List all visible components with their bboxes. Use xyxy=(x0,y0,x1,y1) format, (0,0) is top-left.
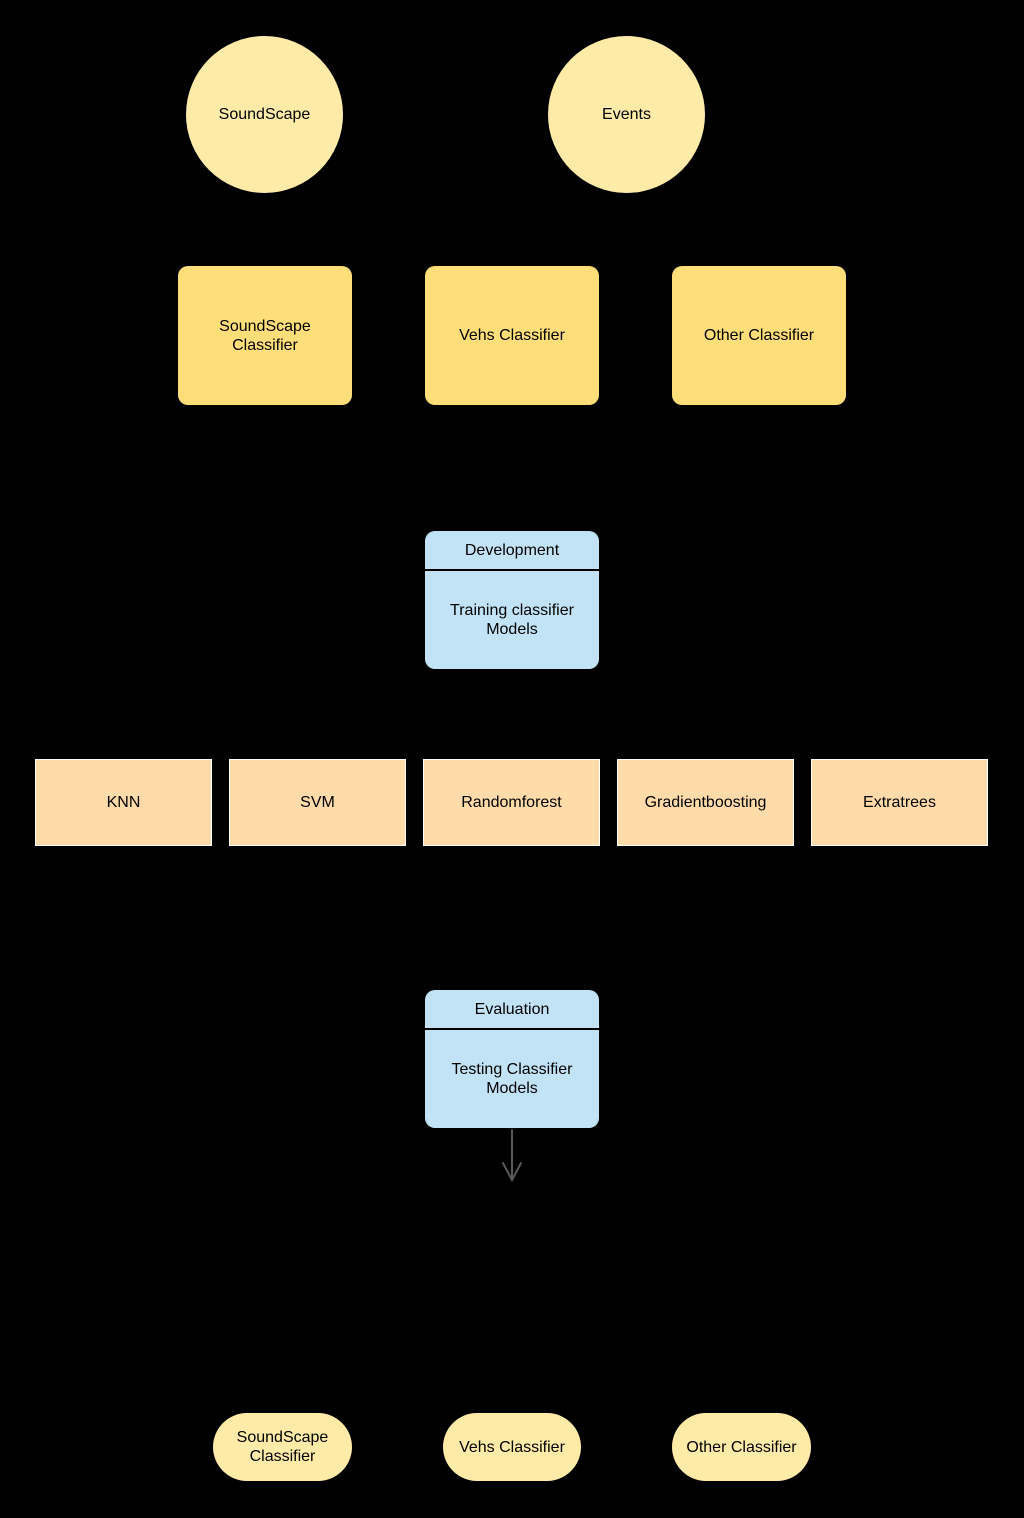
development-stage-title: Development xyxy=(464,541,560,559)
algorithm-box-gradientboosting: Gradientboosting xyxy=(617,759,794,846)
evaluation-stage-text: Testing Classifier Models xyxy=(451,1061,573,1097)
evaluation-stage: Evaluation Testing Classifier Models xyxy=(425,990,599,1128)
algorithm-box-label: SVM xyxy=(300,794,335,811)
algorithm-box-extratrees: Extratrees xyxy=(811,759,988,846)
algorithm-box-label: Extratrees xyxy=(863,794,936,811)
algorithm-box-svm: SVM xyxy=(229,759,406,846)
evaluation-stage-title: Evaluation xyxy=(474,1000,550,1018)
input-node-soundscape: SoundScape xyxy=(186,36,343,193)
development-stage: Development Training classifier Models xyxy=(425,531,599,669)
input-node-label: SoundScape xyxy=(218,106,311,123)
development-stage-header: Development xyxy=(425,531,599,571)
evaluation-output-arrow xyxy=(502,1129,522,1183)
classifier-box-label: Other Classifier xyxy=(703,327,815,344)
classifier-box-label: Vehs Classifier xyxy=(459,327,565,344)
algorithm-box-label: Randomforest xyxy=(461,794,562,811)
evaluation-stage-body: Testing Classifier Models xyxy=(425,1030,599,1128)
algorithm-box-randomforest: Randomforest xyxy=(423,759,600,846)
algorithm-box-knn: KNN xyxy=(35,759,212,846)
output-node-label: Vehs Classifier xyxy=(459,1438,565,1456)
classifier-box-vehs: Vehs Classifier xyxy=(425,266,599,405)
output-node-label: Other Classifier xyxy=(686,1438,797,1456)
algorithm-box-label: Gradientboosting xyxy=(644,794,767,811)
output-node-other: Other Classifier xyxy=(672,1413,811,1481)
input-node-events: Events xyxy=(548,36,705,193)
algorithm-box-label: KNN xyxy=(106,794,141,811)
classifier-box-label: SoundScape Classifier xyxy=(219,317,311,354)
output-node-label: SoundScape Classifier xyxy=(236,1429,329,1465)
development-stage-text: Training classifier Models xyxy=(450,602,574,638)
development-stage-body: Training classifier Models xyxy=(425,571,599,669)
input-node-label: Events xyxy=(602,106,651,123)
output-node-soundscape: SoundScape Classifier xyxy=(213,1413,352,1481)
classifier-box-soundscape: SoundScape Classifier xyxy=(178,266,352,405)
classifier-box-other: Other Classifier xyxy=(672,266,846,405)
output-node-vehs: Vehs Classifier xyxy=(443,1413,581,1481)
evaluation-stage-header: Evaluation xyxy=(425,990,599,1030)
